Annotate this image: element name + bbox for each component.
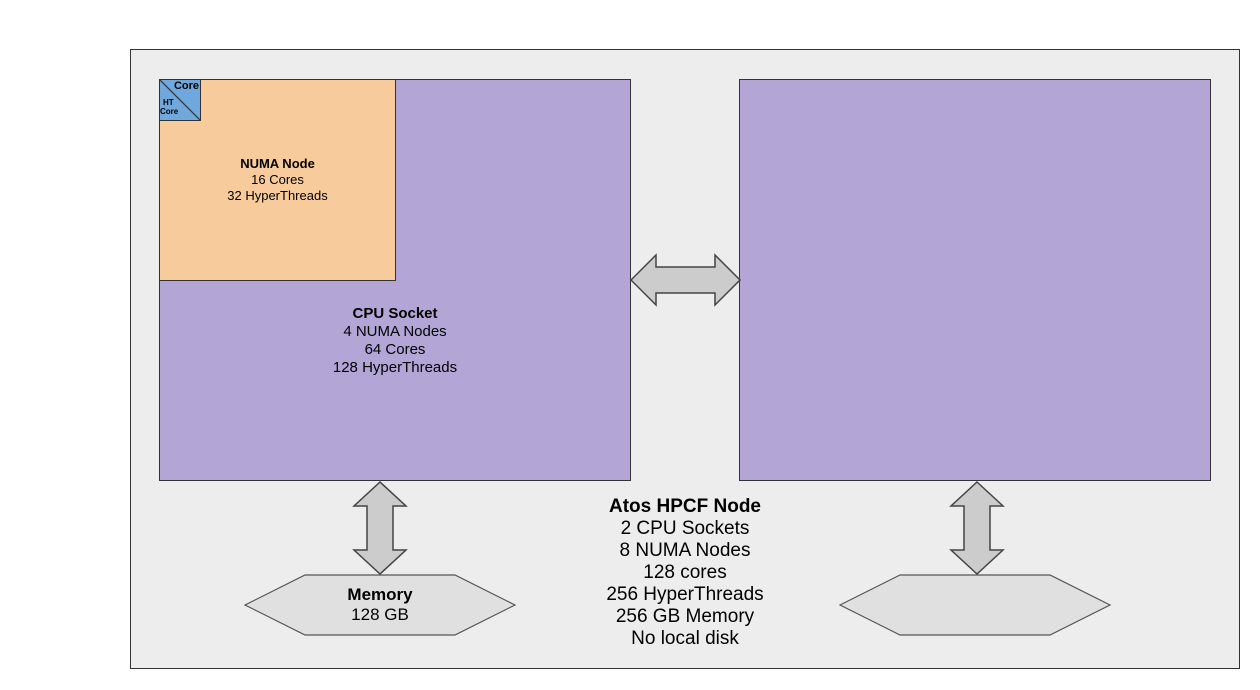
numa-node-cores: 16 Cores [251,172,304,187]
cpu-socket-label: CPU Socket 4 NUMA Nodes 64 Cores 128 Hyp… [260,305,530,377]
numa-node-title: NUMA Node [240,156,315,171]
node-sockets: 2 CPU Sockets [620,518,750,539]
memory-label: Memory 128 GB [300,585,460,625]
memory-arrow-left [352,480,408,576]
socket-interconnect-arrow [629,253,742,307]
cpu-socket-numa-count: 4 NUMA Nodes [343,323,447,340]
node-title: Atos HPCF Node [609,496,761,517]
ht-core-label-bottom: Core [160,107,179,116]
node-memory: 256 GB Memory [615,606,755,627]
cpu-socket-hyperthreads: 128 HyperThreads [332,359,458,376]
numa-node-hyperthreads: 32 HyperThreads [227,188,328,203]
node-summary-label: Atos HPCF Node 2 CPU Sockets 8 NUMA Node… [560,496,810,650]
core-label: Core [173,80,199,92]
memory-title: Memory [347,585,413,604]
node-hyperthreads: 256 HyperThreads [606,584,764,605]
memory-hexagon-left [243,574,517,636]
cpu-socket-right [739,79,1211,481]
numa-node-label: NUMA Node 16 Cores 32 HyperThreads [159,156,396,204]
cpu-socket-title: CPU Socket [352,305,438,322]
memory-arrow-right [949,480,1005,576]
memory-hexagon-right [838,574,1112,636]
memory-size: 128 GB [351,605,409,624]
node-cores: 128 cores [643,562,727,583]
node-numa-nodes: 8 NUMA Nodes [619,540,751,561]
node-disk: No local disk [631,628,739,649]
ht-core-label-top: HT [163,98,174,107]
core-box: Core HT Core [159,79,201,121]
core-diagonal-line [160,80,200,120]
cpu-socket-cores: 64 Cores [364,341,426,358]
